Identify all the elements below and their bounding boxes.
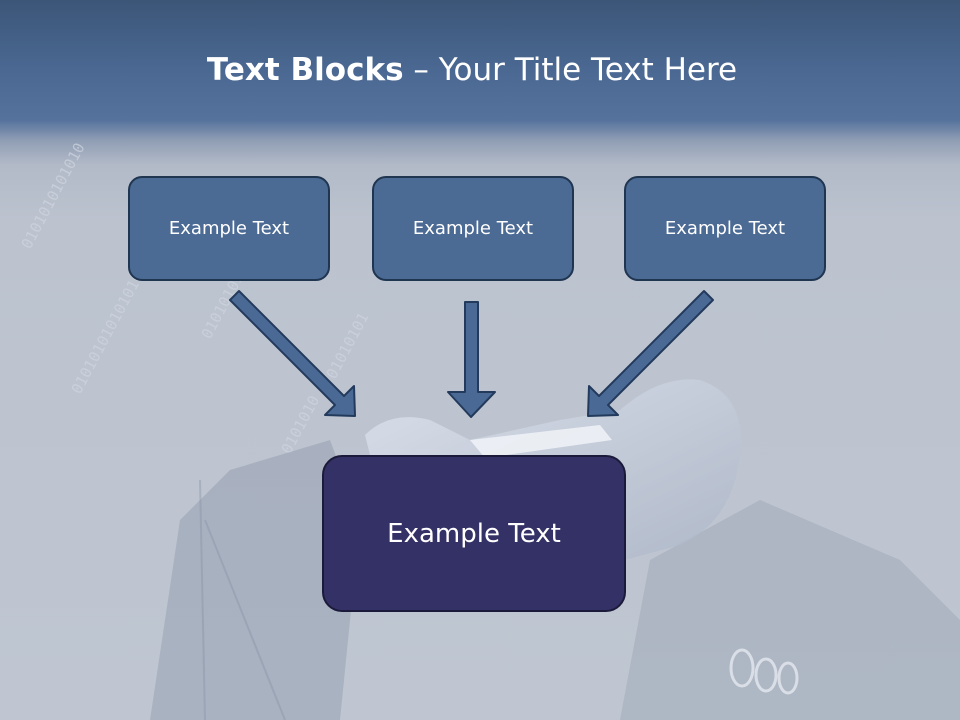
text-block-center-label: Example Text	[412, 218, 534, 239]
slide-title: Text Blocks – Your Title Text Here	[0, 52, 944, 88]
title-bold: Text Blocks	[206, 52, 404, 88]
arrow-center-to-main	[447, 301, 496, 418]
text-block-center[interactable]: Example Text	[372, 176, 574, 281]
text-block-left-label: Example Text	[168, 218, 290, 239]
text-block-right[interactable]: Example Text	[624, 176, 826, 281]
title-dash: –	[403, 52, 439, 88]
arrow-right-to-main	[587, 290, 714, 417]
title-rest: Your Title Text Here	[438, 52, 738, 88]
text-block-left[interactable]: Example Text	[128, 176, 330, 281]
arrow-left-to-main	[229, 290, 356, 417]
text-block-right-label: Example Text	[664, 218, 786, 239]
main-text-block-label: Example Text	[387, 518, 561, 549]
main-text-block[interactable]: Example Text	[322, 455, 626, 612]
